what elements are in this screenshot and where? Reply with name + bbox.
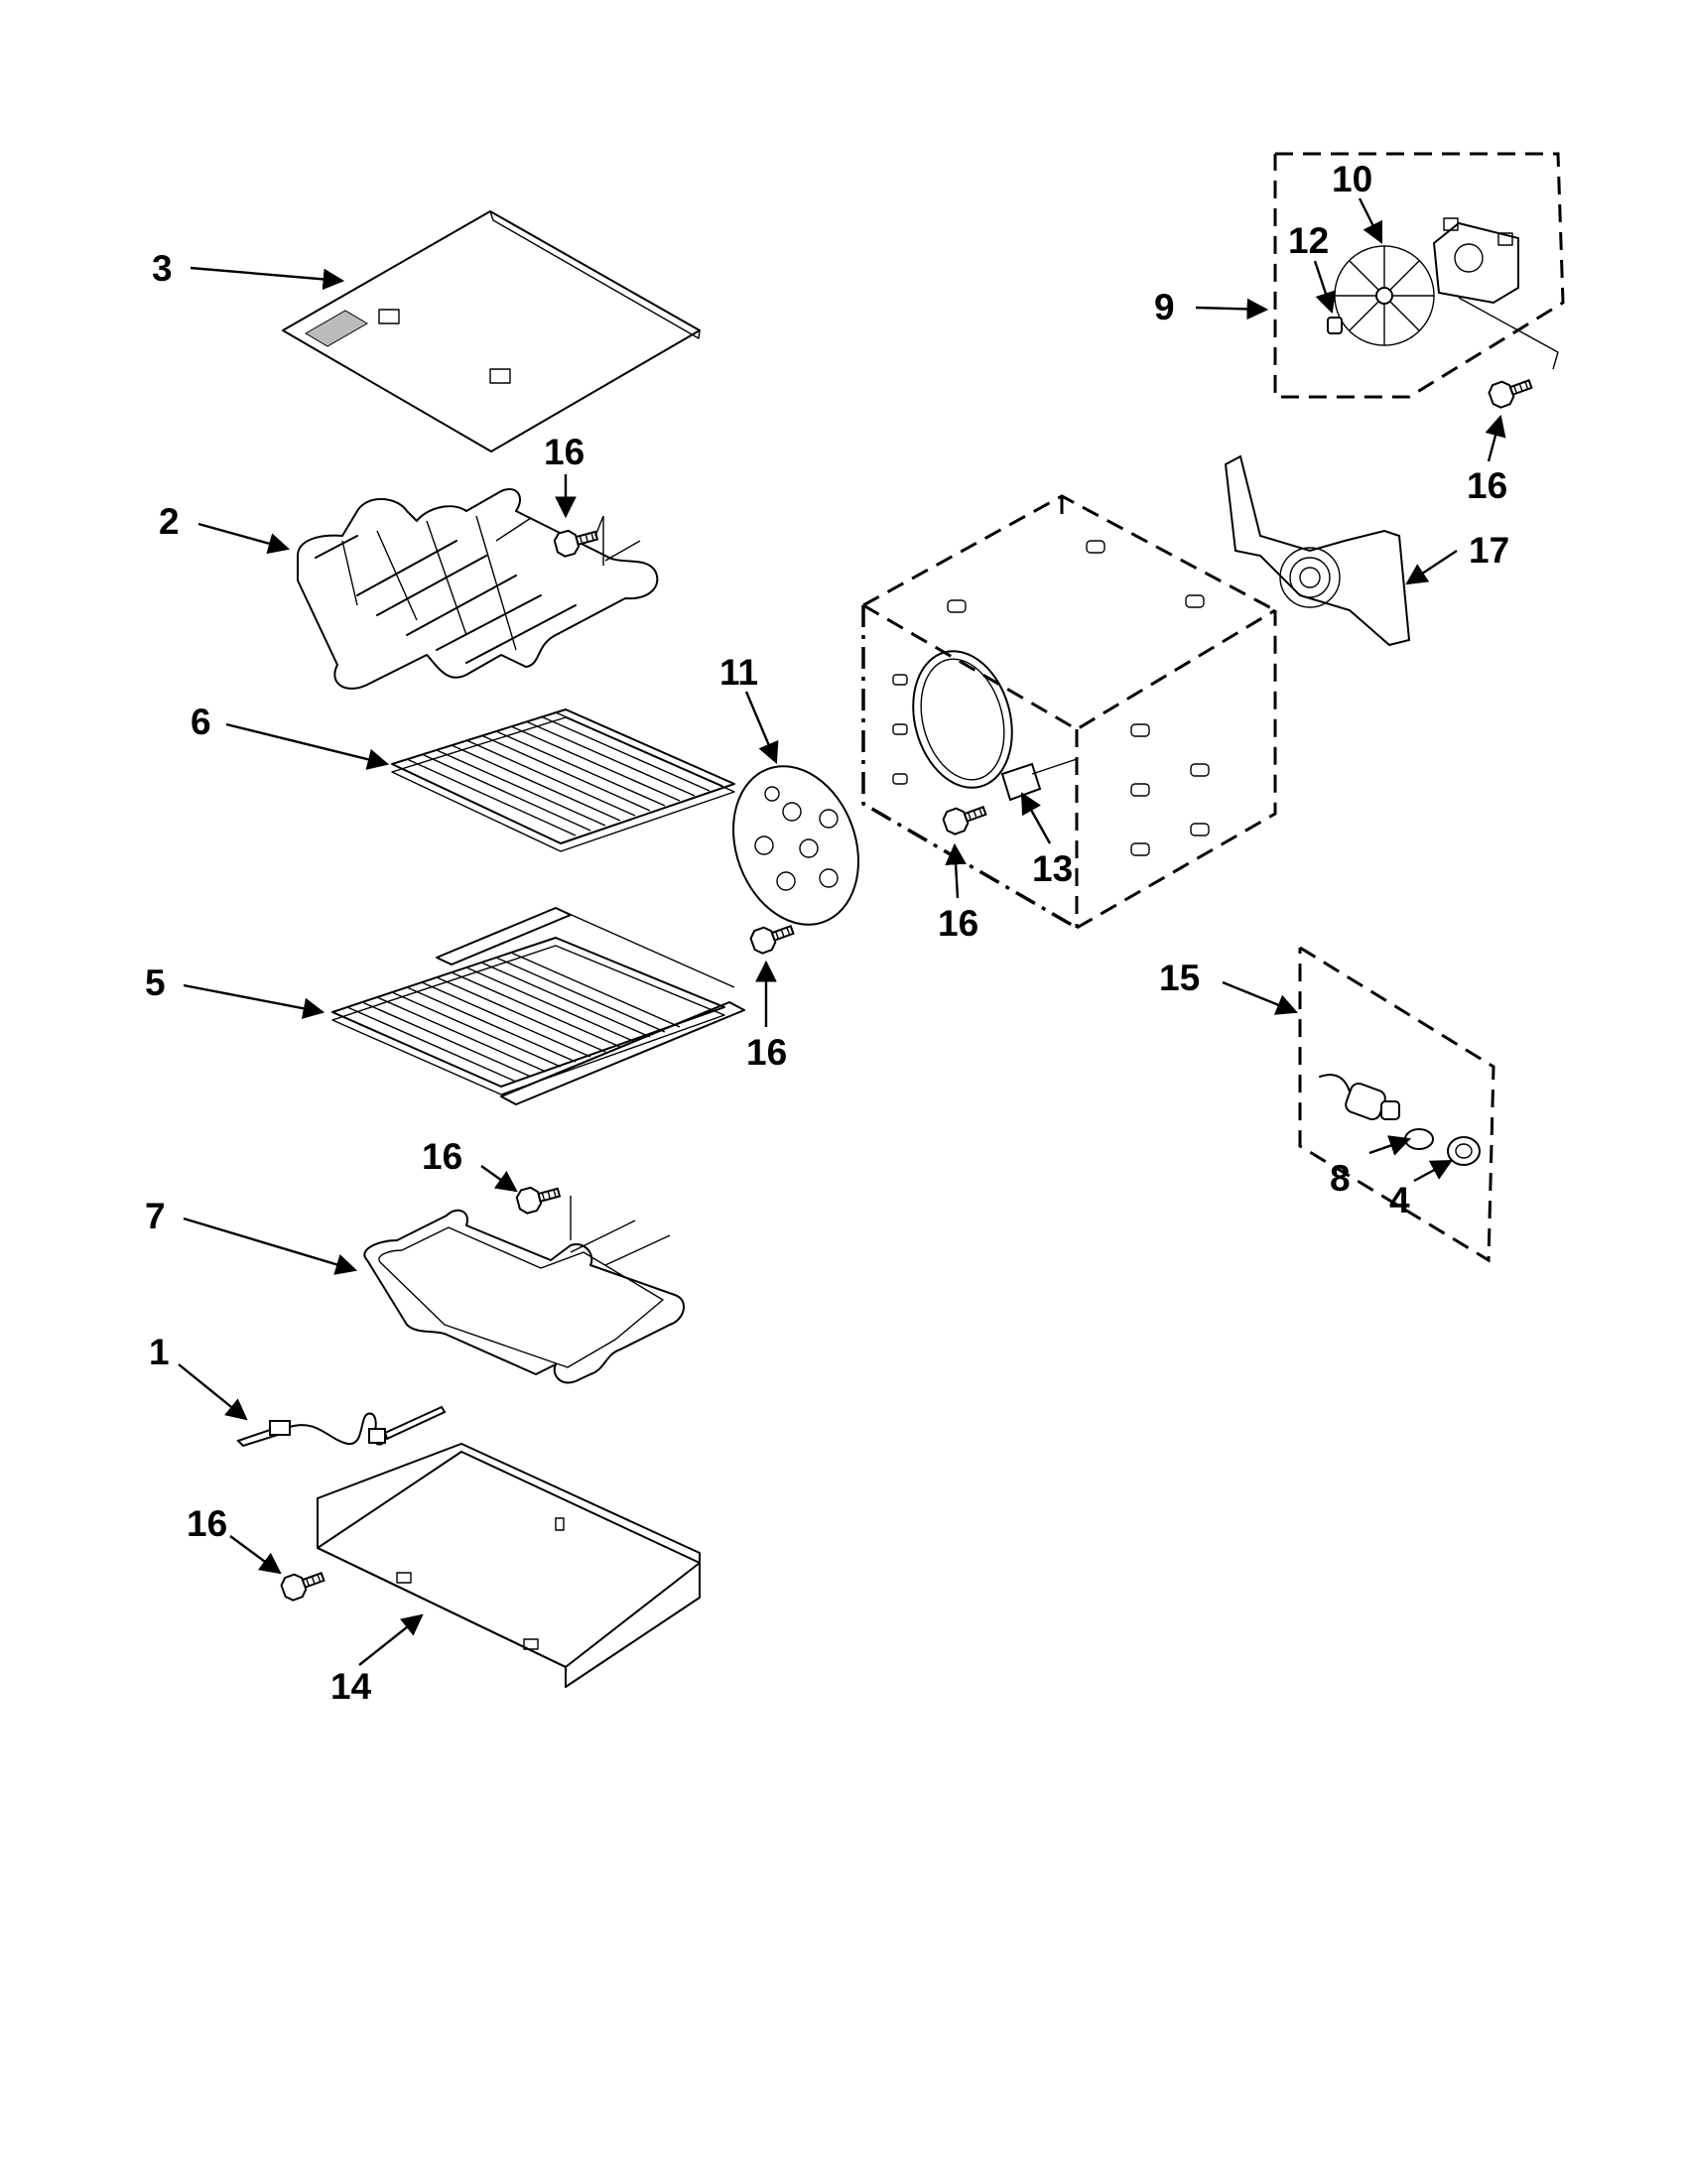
bake-element-part — [363, 1196, 685, 1384]
screw-part-e — [940, 798, 990, 837]
callout-2: 2 — [159, 501, 180, 542]
oven-rack-part — [391, 708, 735, 852]
oven-cavity-outline — [861, 494, 1277, 930]
screw-part-a — [552, 523, 601, 560]
fan-motor-part — [1432, 217, 1519, 305]
callout-16: 16 — [544, 432, 584, 472]
screw-part-d — [747, 917, 798, 957]
fan-nut-part — [1327, 317, 1343, 334]
light-assembly — [1298, 946, 1495, 1263]
lamp-lens-part — [1447, 1136, 1481, 1166]
screw-part-c — [278, 1564, 328, 1604]
callout-13: 13 — [1032, 848, 1073, 889]
callout-5: 5 — [145, 963, 166, 1003]
callout-8: 8 — [1330, 1158, 1351, 1199]
broil-element-part — [297, 488, 659, 690]
screw-part-f — [1486, 371, 1536, 411]
screw-part-b — [514, 1180, 564, 1217]
callout-16: 16 — [1467, 465, 1507, 506]
leader-arrows — [178, 197, 1506, 1666]
callout-4: 4 — [1389, 1180, 1410, 1220]
callout-16: 16 — [938, 903, 978, 944]
lamp-gasket-part — [1404, 1128, 1434, 1150]
callout-14: 14 — [330, 1666, 372, 1707]
meat-probe-part — [236, 1405, 447, 1448]
callout-12: 12 — [1288, 220, 1329, 261]
callout-17: 17 — [1469, 530, 1509, 571]
callout-9: 9 — [1154, 287, 1175, 327]
callout-16: 16 — [187, 1503, 227, 1544]
convection-fan-assembly — [1273, 152, 1565, 399]
fan-cover-part — [1224, 454, 1411, 647]
callout-10: 10 — [1332, 159, 1372, 199]
callout-11: 11 — [719, 652, 758, 693]
fan-blade-part — [1334, 245, 1435, 346]
callout-3: 3 — [152, 248, 173, 289]
callout-15: 15 — [1159, 958, 1200, 998]
rear-baffle-part — [732, 765, 859, 926]
callout-16: 16 — [422, 1136, 462, 1177]
convection-element-part — [912, 650, 1078, 802]
bottom-cover-part — [317, 1443, 701, 1688]
callout-7: 7 — [145, 1196, 166, 1236]
callout-1: 1 — [149, 1332, 170, 1372]
callout-labels: 3 2 16 6 5 16 7 1 16 14 11 16 13 16 10 1… — [145, 159, 1509, 1707]
extension-rack-part — [331, 907, 745, 1105]
callout-16: 16 — [746, 1032, 787, 1073]
callout-6: 6 — [191, 702, 211, 742]
top-panel-part — [282, 210, 701, 452]
